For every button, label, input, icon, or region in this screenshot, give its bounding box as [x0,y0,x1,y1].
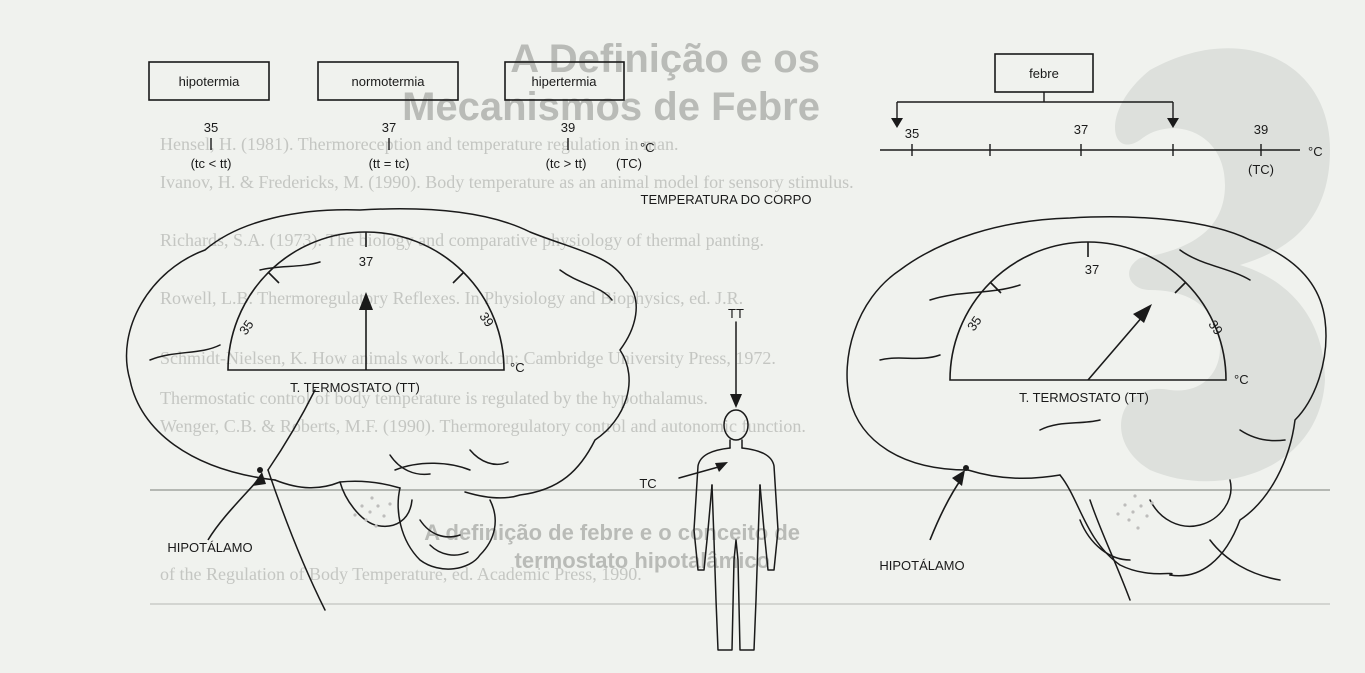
figure-tc-label: TC [639,476,656,491]
show-through-line: Richards, S.A. (1973). The biology and c… [160,230,764,251]
right-dial-needle-head [1133,304,1152,323]
right-dial-37: 37 [1085,262,1099,277]
figure-tt-label: TT [728,306,744,321]
left-tick-label-37: 37 [382,120,396,135]
condition-tc-lt-tt: (tc < tt) [191,156,232,171]
left-scale-tc: (TC) [616,156,642,171]
show-through-subtitle-1: A definição de febre e o conceito de [424,520,800,545]
show-through-line: Ivanov, H. & Fredericks, M. (1990). Body… [160,172,854,193]
left-scale-unit: °C [640,140,655,155]
left-hypothalamus-arrow-head [252,472,266,486]
right-scale-unit: °C [1308,144,1323,159]
normothermia-label: normotermia [352,74,426,89]
show-through-line: Schmidt-Nielsen, K. How animals work. Lo… [160,348,776,368]
right-tick-label-35: 35 [905,126,919,141]
body-temperature-caption: TEMPERATURA DO CORPO [641,192,812,207]
right-dial-35: 35 [964,313,985,333]
right-tick-label-37: 37 [1074,122,1088,137]
fever-label: febre [1029,66,1059,81]
show-through-title-2: Mecanismos de Febre [402,85,820,129]
right-dial-unit: °C [1234,372,1249,387]
left-dial-35: 35 [236,317,257,337]
condition-tt-eq-tc: (tt = tc) [369,156,410,171]
show-through-line: Thermostatic control of body temperature… [160,388,708,408]
hyperthermia-label: hipertermia [531,74,597,89]
hypothermia-label: hipotermia [179,74,240,89]
left-dial-39: 39 [476,309,497,329]
left-thermostat-label: T. TERMOSTATO (TT) [290,380,420,395]
left-tick-label-39: 39 [561,120,575,135]
show-through-line: Wenger, C.B. & Roberts, M.F. (1990). The… [160,416,806,437]
right-tick-label-39: 39 [1254,122,1268,137]
right-thermostat-label: T. TERMOSTATO (TT) [1019,390,1149,405]
left-dial-unit: °C [510,360,525,375]
left-hypothalamus-label: HIPOTÁLAMO [167,540,252,555]
left-dial-37: 37 [359,254,373,269]
right-hypothalamus-label: HIPOTÁLAMO [879,558,964,573]
human-figure [679,322,778,650]
condition-tc-gt-tt: (tc > tt) [546,156,587,171]
right-scale-tc: (TC) [1248,162,1274,177]
left-tick-label-35: 35 [204,120,218,135]
show-through-line: Hensel, H. (1981). Thermoreception and t… [160,134,679,155]
show-through-line: of the Regulation of Body Temperature, e… [160,564,642,584]
